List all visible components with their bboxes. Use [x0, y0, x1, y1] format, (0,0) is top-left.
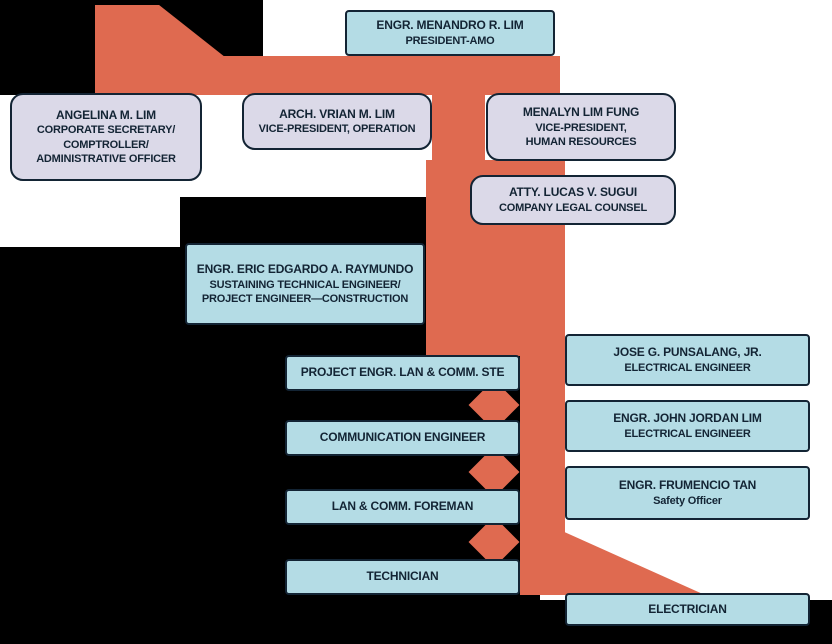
node-name: PROJECT ENGR. LAN & COMM. STE [300, 365, 505, 380]
connector-vp-gap [432, 95, 485, 161]
org-node-corporate-secretary: ANGELINA M. LIM CORPORATE SECRETARY/ COM… [10, 93, 202, 181]
org-node-safety-officer: ENGR. FRUMENCIO TAN Safety Officer [565, 466, 810, 520]
org-node-vp-operation: ARCH. VRIAN M. LIM VICE-PRESIDENT, OPERA… [242, 93, 432, 150]
org-node-legal-counsel: ATTY. LUCAS V. SUGUI COMPANY LEGAL COUNS… [470, 175, 676, 225]
node-name: JOSE G. PUNSALANG, JR. [613, 345, 762, 360]
backdrop-shape-mid-strip [180, 197, 432, 247]
org-node-president: ENGR. MENANDRO R. LIM PRESIDENT-AMO [345, 10, 555, 56]
node-name: ENGR. MENANDRO R. LIM [376, 18, 524, 33]
node-title: CORPORATE SECRETARY/ [36, 124, 176, 137]
node-name: ANGELINA M. LIM [56, 107, 156, 122]
org-node-electrical-engineer-lim: ENGR. JOHN JORDAN LIM ELECTRICAL ENGINEE… [565, 400, 810, 452]
org-node-sustaining-technical-engineer: ENGR. ERIC EDGARDO A. RAYMUNDO SUSTAININ… [185, 243, 425, 325]
node-title: ADMINISTRATIVE OFFICER [36, 152, 176, 165]
node-name: MENALYN LIM FUNG [522, 104, 640, 119]
node-name: TECHNICIAN [366, 569, 439, 584]
node-title: HUMAN RESOURCES [525, 135, 637, 148]
node-title: PROJECT ENGINEER—CONSTRUCTION [201, 292, 409, 305]
node-name: COMMUNICATION ENGINEER [319, 430, 486, 445]
node-name: ENGR. ERIC EDGARDO A. RAYMUNDO [196, 261, 414, 276]
node-title: PRESIDENT-AMO [405, 34, 495, 47]
node-title: VICE-PRESIDENT, OPERATION [258, 123, 416, 136]
org-node-communication-engineer: COMMUNICATION ENGINEER [285, 420, 520, 456]
node-name: ENGR. JOHN JORDAN LIM [613, 411, 762, 426]
node-name: ARCH. VRIAN M. LIM [279, 106, 395, 121]
node-name: ELECTRICIAN [648, 601, 727, 616]
org-node-electrician: ELECTRICIAN [565, 593, 810, 626]
node-name: LAN & COMM. FOREMAN [331, 499, 474, 514]
org-node-technician: TECHNICIAN [285, 559, 520, 595]
node-name: ATTY. LUCAS V. SUGUI [508, 185, 638, 200]
connector-electrician-elbow [520, 532, 705, 595]
node-title: Safety Officer [653, 494, 722, 507]
node-title: COMPANY LEGAL COUNSEL [499, 201, 647, 214]
node-title: SUSTAINING TECHNICAL ENGINEER/ [209, 278, 401, 291]
org-node-vp-human-resources: MENALYN LIM FUNG VICE-PRESIDENT, HUMAN R… [486, 93, 676, 161]
connector-horizontal-band [95, 56, 560, 95]
node-title: COMPTROLLER/ [63, 138, 149, 151]
org-node-electrical-engineer-punsalang: JOSE G. PUNSALANG, JR. ELECTRICAL ENGINE… [565, 334, 810, 386]
node-name: ENGR. FRUMENCIO TAN [618, 478, 757, 493]
org-node-project-engr-lan-comm: PROJECT ENGR. LAN & COMM. STE [285, 355, 520, 391]
node-title: ELECTRICAL ENGINEER [624, 361, 751, 374]
node-title: ELECTRICAL ENGINEER [624, 427, 751, 440]
org-node-lan-comm-foreman: LAN & COMM. FOREMAN [285, 489, 520, 525]
node-title: VICE-PRESIDENT, [535, 121, 627, 134]
